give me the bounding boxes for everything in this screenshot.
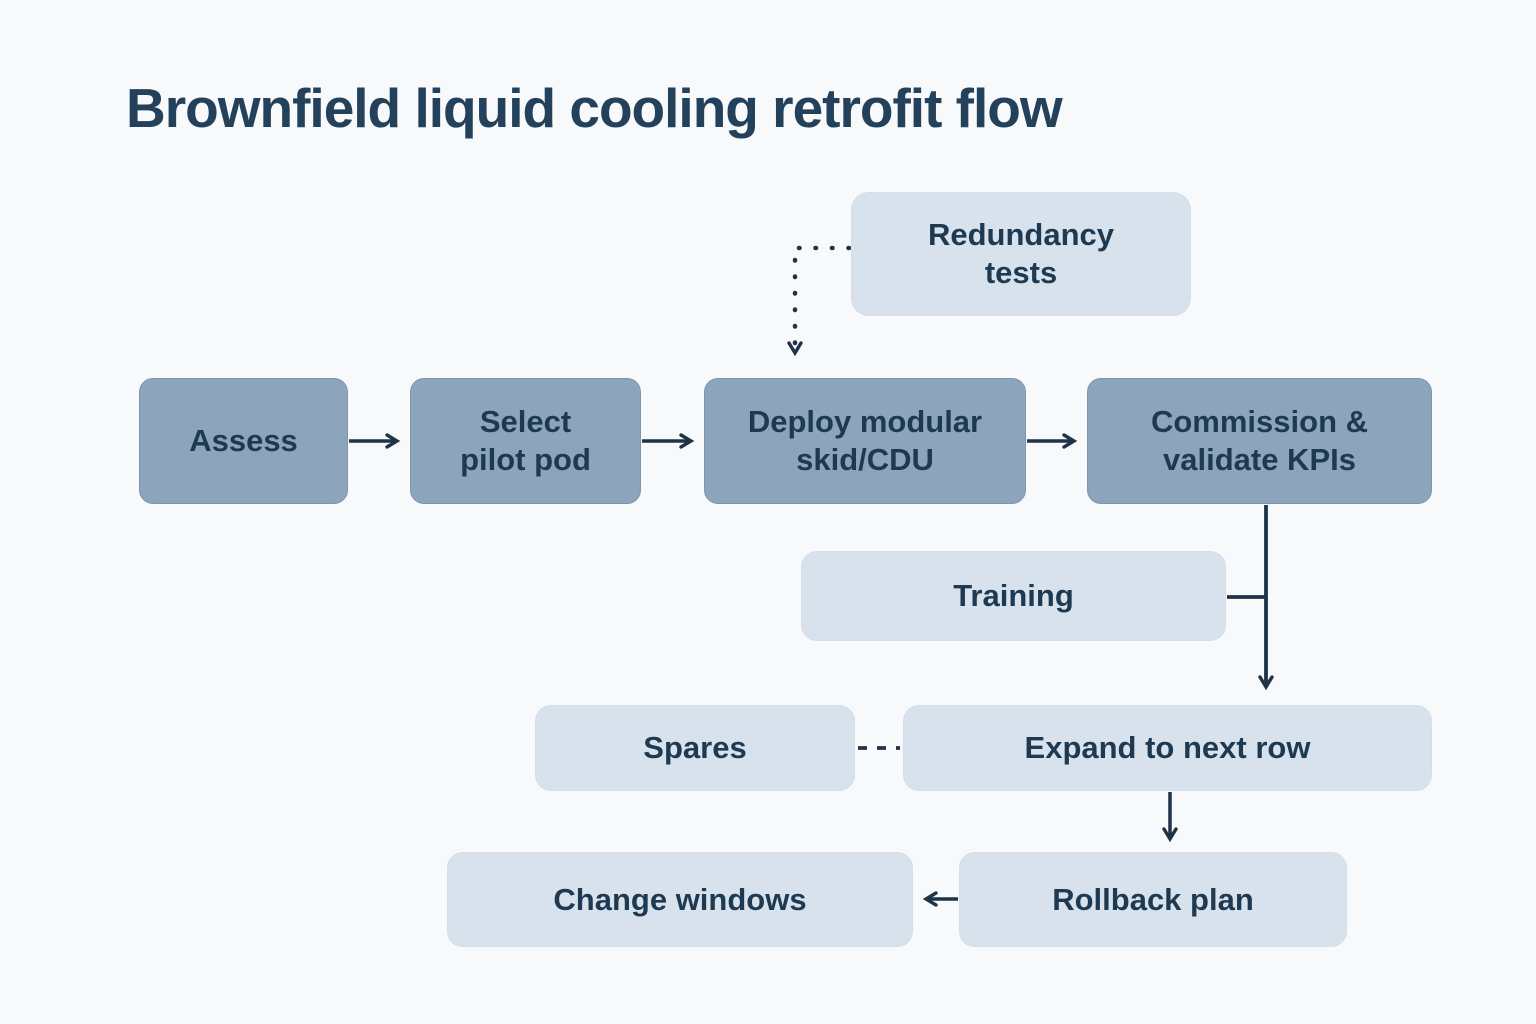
node-redundancy-tests: Redundancy tests (851, 192, 1191, 316)
node-label: Select pilot pod (460, 404, 591, 477)
node-label: Rollback plan (1052, 881, 1254, 917)
node-change-windows: Change windows (447, 852, 913, 947)
node-label: Assess (189, 423, 298, 459)
node-training: Training (801, 551, 1226, 641)
node-deploy-modular-skid-cdu: Deploy modular skid/CDU (704, 378, 1026, 504)
node-label: Redundancy tests (927, 217, 1115, 290)
node-commission-validate-kpis: Commission & validate KPIs (1087, 378, 1432, 504)
node-rollback-plan: Rollback plan (959, 852, 1347, 947)
edge-redundancy-deploy-dotted (787, 245, 852, 357)
node-expand-to-next-row: Expand to next row (903, 705, 1432, 791)
node-label: Expand to next row (1024, 730, 1311, 766)
node-spares: Spares (535, 705, 855, 791)
node-label: Deploy modular skid/CDU (747, 404, 983, 477)
node-label: Spares (643, 730, 747, 766)
page-title: Brownfield liquid cooling retrofit flow (126, 77, 1063, 139)
node-label: Commission & validate KPIs (1150, 404, 1369, 477)
node-assess: Assess (139, 378, 348, 504)
node-label: Change windows (553, 881, 807, 917)
node-select-pilot-pod: Select pilot pod (410, 378, 641, 504)
node-label: Training (953, 578, 1074, 614)
